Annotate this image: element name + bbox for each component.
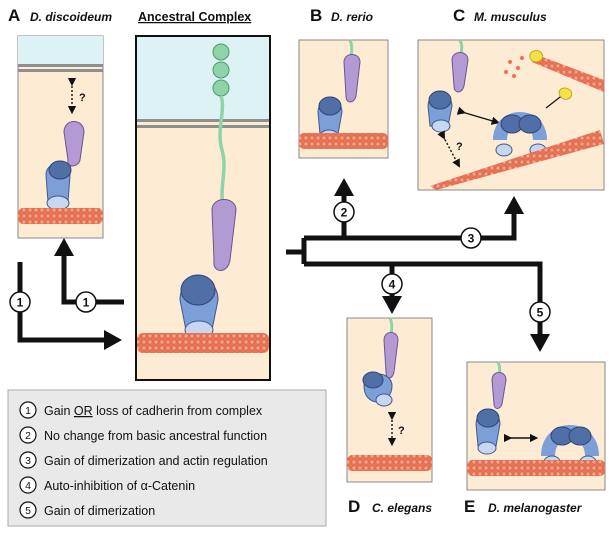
badge-1a: 1 xyxy=(17,296,24,310)
branch-d xyxy=(304,261,395,296)
panel-d-species: C. elegans xyxy=(372,501,432,515)
panel-d: ? D C. elegans xyxy=(346,317,433,516)
arrow-to-ancestral xyxy=(17,262,104,343)
panel-c-actin-upper xyxy=(532,56,604,92)
panel-c-question: ? xyxy=(456,141,463,153)
panel-a-letter: A xyxy=(8,6,20,25)
badge-2: 2 xyxy=(341,206,348,220)
arrow-to-a xyxy=(61,254,124,305)
legend-num-4: 4 xyxy=(25,480,31,492)
panel-a-membrane xyxy=(18,64,103,67)
panel-d-question: ? xyxy=(398,425,405,437)
panel-e-species: D. melanogaster xyxy=(488,501,583,515)
legend-box xyxy=(7,389,327,527)
panel-e: E D. melanogaster xyxy=(464,361,606,516)
badge-1b: 1 xyxy=(83,296,90,310)
panel-c-dashed-arrow xyxy=(437,130,460,168)
legend-item-2: No change from basic ancestral function xyxy=(44,429,267,443)
legend: 1 Gain OR loss of cadherin from complex … xyxy=(7,389,327,527)
badge-3: 3 xyxy=(468,232,475,246)
legend-item-5: Gain of dimerization xyxy=(44,504,155,518)
legend-item-3: Gain of dimerization and actin regulatio… xyxy=(44,454,268,468)
badge-4: 4 xyxy=(389,278,396,292)
panel-a-species: D. discoideum xyxy=(30,10,112,24)
panel-ancestral: Ancestral Complex xyxy=(135,10,271,381)
ancestral-outside xyxy=(137,37,269,119)
legend-item-4: Auto-inhibition of α-Catenin xyxy=(44,479,195,493)
panel-c-letter: C xyxy=(453,6,465,25)
ancestral-title: Ancestral Complex xyxy=(138,10,251,24)
panel-e-letter: E xyxy=(464,497,475,516)
ancestral-actin xyxy=(137,333,269,353)
panel-a-actin xyxy=(18,208,103,224)
panel-b-species: D. rerio xyxy=(331,10,373,24)
panel-d-actin xyxy=(347,455,432,471)
ancestral-purple xyxy=(211,199,237,271)
panel-d-letter: D xyxy=(348,497,360,516)
ancestral-membrane xyxy=(137,119,269,122)
legend-num-1: 1 xyxy=(25,405,31,417)
panel-c: C M. musculus ? xyxy=(417,6,605,191)
legend-num-5: 5 xyxy=(25,505,31,517)
panel-a-question: ? xyxy=(79,92,86,104)
panel-b: B D. rerio xyxy=(298,6,389,159)
legend-num-2: 2 xyxy=(25,430,31,442)
arrow-badges: 1 1 2 3 4 5 xyxy=(9,201,551,323)
panel-c-actin-lower xyxy=(430,130,604,190)
panel-b-letter: B xyxy=(310,6,322,25)
panel-c-dimer-arrow xyxy=(456,106,501,125)
tree-arrowheads xyxy=(54,178,550,352)
badge-5: 5 xyxy=(537,306,544,320)
panel-c-species: M. musculus xyxy=(474,10,547,24)
panel-a-outside xyxy=(18,36,103,64)
panel-b-actin xyxy=(299,133,388,149)
panel-a: A D. discoideum ? xyxy=(8,6,112,239)
panel-c-arp-yellow xyxy=(558,87,573,100)
legend-item-1: Gain OR loss of cadherin from complex xyxy=(44,404,263,418)
branch-c xyxy=(304,212,517,241)
ancestral-cadherin-ectodomain xyxy=(212,43,230,61)
panel-e-actin xyxy=(467,460,605,476)
legend-num-3: 3 xyxy=(25,455,31,467)
